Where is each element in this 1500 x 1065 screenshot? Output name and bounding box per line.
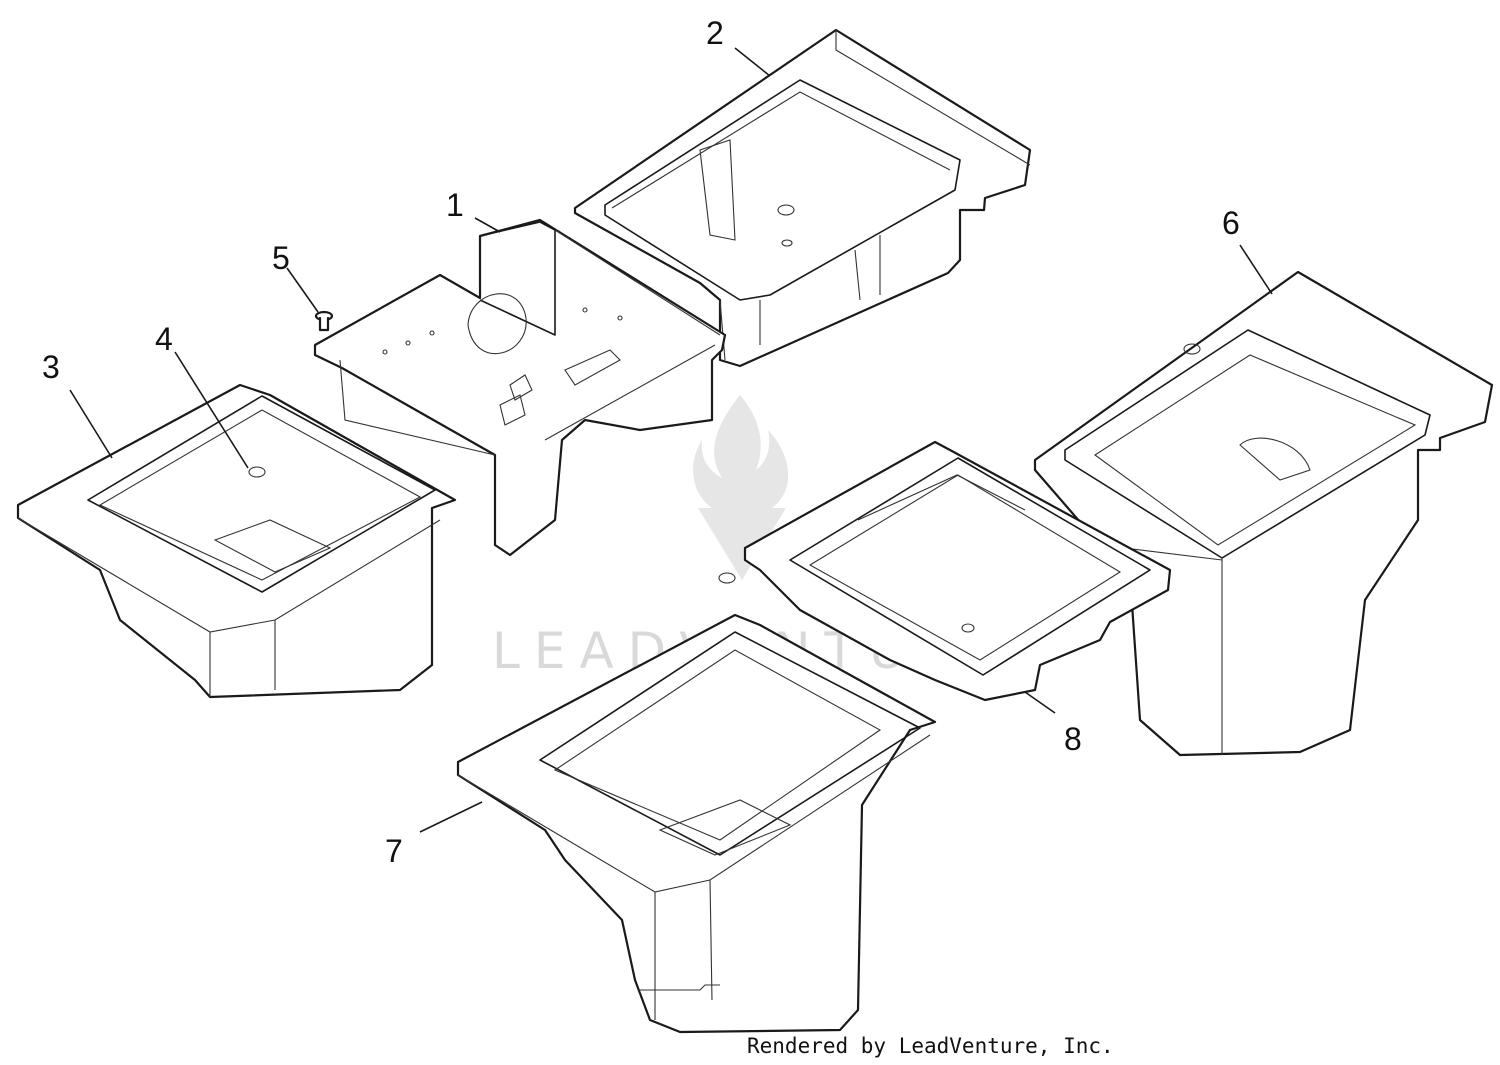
rendered-by-credit: Rendered by LeadVenture, Inc. xyxy=(747,1034,1114,1058)
callout-8: 8 xyxy=(1064,721,1082,757)
leader-3 xyxy=(69,389,113,459)
leader-4 xyxy=(174,351,249,469)
leader-lines xyxy=(69,47,1273,833)
leader-5 xyxy=(286,267,319,313)
part-5-screw xyxy=(314,310,334,332)
callout-labels: 1 2 3 4 5 6 7 8 xyxy=(42,15,1240,869)
flame-v-logo xyxy=(693,395,789,580)
leader-1 xyxy=(474,217,501,233)
part-1-center-tray xyxy=(313,218,727,557)
callout-4: 4 xyxy=(155,321,173,357)
part-8-tray-liner xyxy=(718,440,1172,702)
part-6-storage-tray xyxy=(1033,270,1494,757)
callout-2: 2 xyxy=(706,15,724,51)
leader-8 xyxy=(1024,691,1056,714)
callout-1: 1 xyxy=(446,187,464,223)
part-3-storage-tray xyxy=(16,383,457,699)
part-7-storage-tray xyxy=(456,613,937,1034)
leader-6 xyxy=(1239,244,1273,295)
leader-7 xyxy=(419,801,483,833)
callout-5: 5 xyxy=(272,240,290,276)
callout-3: 3 xyxy=(42,349,60,385)
leader-2 xyxy=(734,47,771,77)
part-2-storage-tray xyxy=(573,28,1032,368)
callout-7: 7 xyxy=(385,833,403,869)
callout-6: 6 xyxy=(1222,205,1240,241)
